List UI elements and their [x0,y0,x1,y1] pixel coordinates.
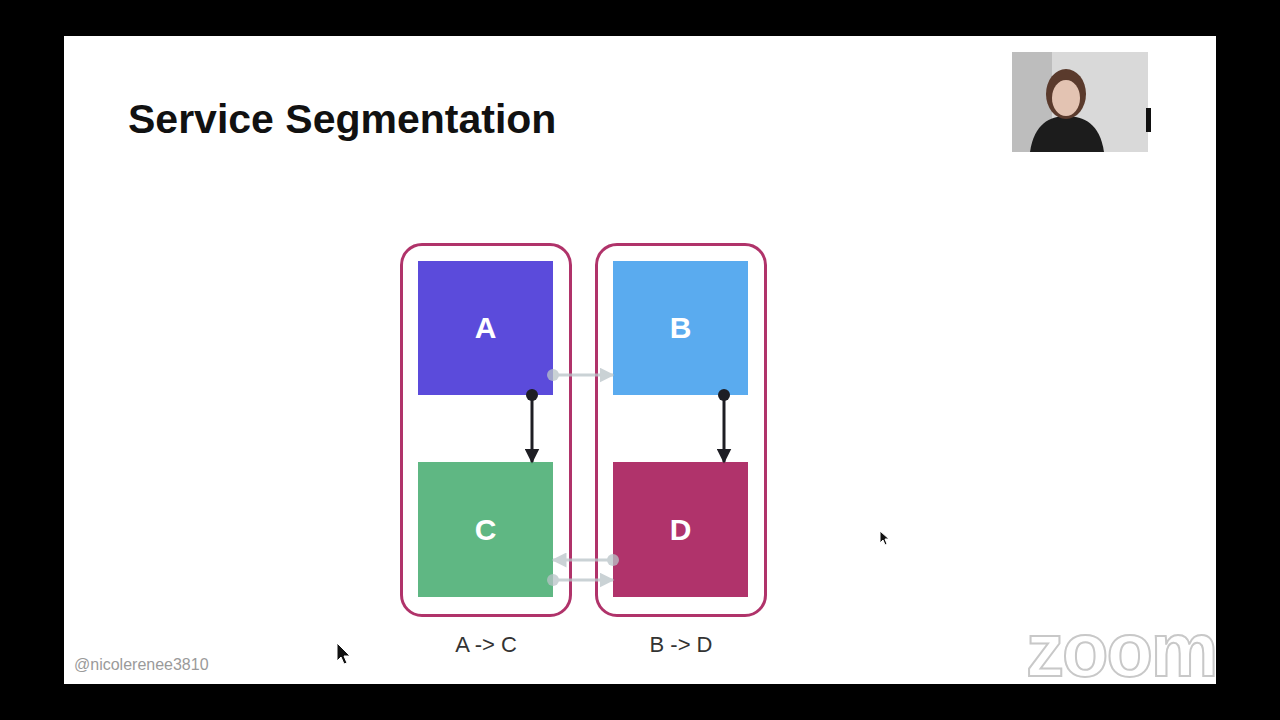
service-group: B -> DBD [595,243,767,617]
connector-start-dot [718,389,730,401]
slide-title: Service Segmentation [128,96,556,143]
connector-line [531,395,534,462]
connector-line [723,395,726,462]
connector-start-dot [547,574,559,586]
group-label: B -> D [578,632,784,658]
service-group: A -> CAC [400,243,572,617]
zoom-watermark: zoom [1026,612,1216,688]
service-box: C [418,462,553,597]
service-box: A [418,261,553,395]
connector-line [553,374,613,377]
connector-line [553,579,613,582]
box-label: C [475,513,497,547]
webcam-wall [1012,52,1052,152]
group-label: A -> C [383,632,589,658]
mouse-cursor [880,531,889,545]
connector-line [553,559,613,562]
service-box: D [613,462,748,597]
webcam-person-body [1030,116,1104,152]
service-box: B [613,261,748,395]
connector [547,574,613,586]
connector [526,389,538,462]
connector-start-dot [547,369,559,381]
webcam-edge [1146,108,1151,132]
webcam-frame [1012,52,1148,152]
connector [553,554,619,566]
webcam-person-hair [1046,69,1086,119]
connector-start-dot [607,554,619,566]
connector-start-dot [526,389,538,401]
mouse-cursor [337,643,350,664]
connector [718,389,730,462]
webcam-person-face [1052,80,1080,116]
box-label: B [670,311,692,345]
box-label: D [670,513,692,547]
box-label: A [475,311,497,345]
connector [547,369,613,381]
presenter-handle: @nicolerenee3810 [74,656,209,674]
